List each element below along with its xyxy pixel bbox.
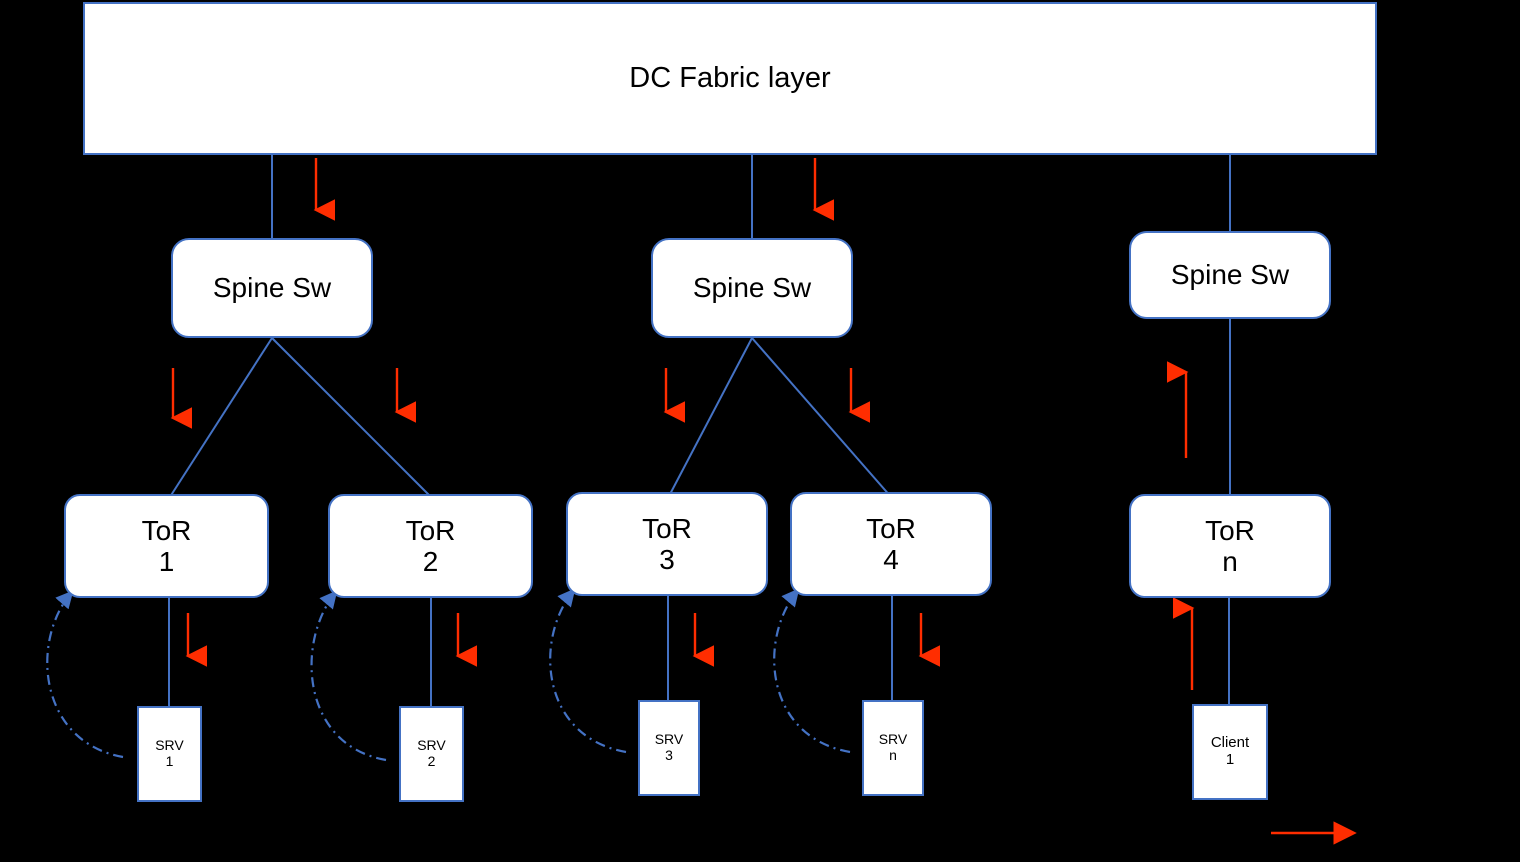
tor-switch-4[interactable]: ToR 4 bbox=[790, 492, 992, 596]
tor-switch-1-label: ToR bbox=[141, 514, 192, 546]
tor-switch-n[interactable]: ToR n bbox=[1129, 494, 1331, 598]
tor-switch-n-label: ToR bbox=[1205, 514, 1255, 546]
server-3-index: 3 bbox=[665, 747, 673, 763]
spine-switch-1[interactable]: Spine Sw bbox=[171, 238, 373, 338]
client-1-index: 1 bbox=[1225, 751, 1235, 768]
server-1-label: SRV bbox=[155, 737, 184, 754]
server-n-label: SRV bbox=[878, 731, 908, 748]
server-n[interactable]: SRV n bbox=[862, 700, 924, 796]
spine-switch-n-label: Spine Sw bbox=[1170, 259, 1290, 291]
client-1[interactable]: Client 1 bbox=[1192, 704, 1268, 800]
tor-switch-4-index: 4 bbox=[883, 544, 899, 575]
server-n-index: n bbox=[889, 747, 897, 763]
tor-switch-1-index: 1 bbox=[158, 546, 175, 577]
server-3-label: SRV bbox=[654, 731, 684, 748]
server-2-label: SRV bbox=[417, 737, 446, 754]
tor-switch-n-index: n bbox=[1222, 546, 1238, 577]
tor-switch-1[interactable]: ToR 1 bbox=[64, 494, 269, 598]
dc-fabric-layer-box[interactable]: DC Fabric layer bbox=[83, 2, 1377, 155]
tor-switch-3-index: 3 bbox=[659, 544, 675, 575]
tor-switch-2[interactable]: ToR 2 bbox=[328, 494, 533, 598]
fabric-to-spine-links bbox=[271, 155, 1231, 240]
spine-switch-n[interactable]: Spine Sw bbox=[1129, 231, 1331, 319]
server-1[interactable]: SRV 1 bbox=[137, 706, 202, 802]
server-3[interactable]: SRV 3 bbox=[638, 700, 700, 796]
tor-switch-4-label: ToR bbox=[866, 512, 916, 544]
server-1-index: 1 bbox=[165, 753, 174, 769]
tor-switch-2-index: 2 bbox=[422, 546, 439, 577]
tor-switch-2-label: ToR bbox=[405, 514, 456, 546]
server-2[interactable]: SRV 2 bbox=[399, 706, 464, 802]
tor-switch-3-label: ToR bbox=[642, 512, 692, 544]
spine-switch-2-label: Spine Sw bbox=[692, 272, 812, 304]
tor-switch-3[interactable]: ToR 3 bbox=[566, 492, 768, 596]
client-1-label: Client bbox=[1210, 734, 1250, 752]
dc-fabric-layer-label: DC Fabric layer bbox=[629, 62, 831, 95]
spine-switch-1-label: Spine Sw bbox=[212, 272, 332, 304]
spine-to-tor-links bbox=[167, 319, 1231, 501]
server-2-index: 2 bbox=[427, 753, 436, 769]
spine-switch-2[interactable]: Spine Sw bbox=[651, 238, 853, 338]
tor-to-server-links bbox=[168, 596, 1230, 710]
